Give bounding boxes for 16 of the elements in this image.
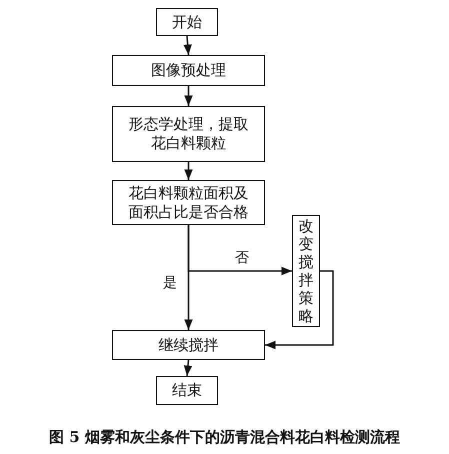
arrow — [184, 360, 192, 376]
process-box: 改变搅拌策略 — [292, 215, 320, 327]
process-box: 形态学处理，提取花白料颗粒 — [112, 106, 265, 162]
decision-box: 花白料颗粒面积及面积占比是否合格 — [112, 180, 265, 225]
process-box: 继续搅拌 — [112, 330, 265, 360]
figure-caption: 图 5 烟雾和灰尘条件下的沥青混合料花白料检测流程 — [48, 428, 401, 447]
arrow — [188, 225, 292, 276]
arrow — [184, 162, 193, 180]
process-box: 图像预处理 — [112, 55, 265, 86]
arrow — [265, 270, 334, 350]
terminal-box: 开始 — [156, 8, 218, 36]
arrow — [184, 86, 193, 106]
edge-label: 是 — [162, 274, 178, 292]
terminal-box: 结束 — [156, 376, 218, 405]
arrow — [183, 36, 192, 56]
edge-label: 否 — [234, 249, 250, 267]
